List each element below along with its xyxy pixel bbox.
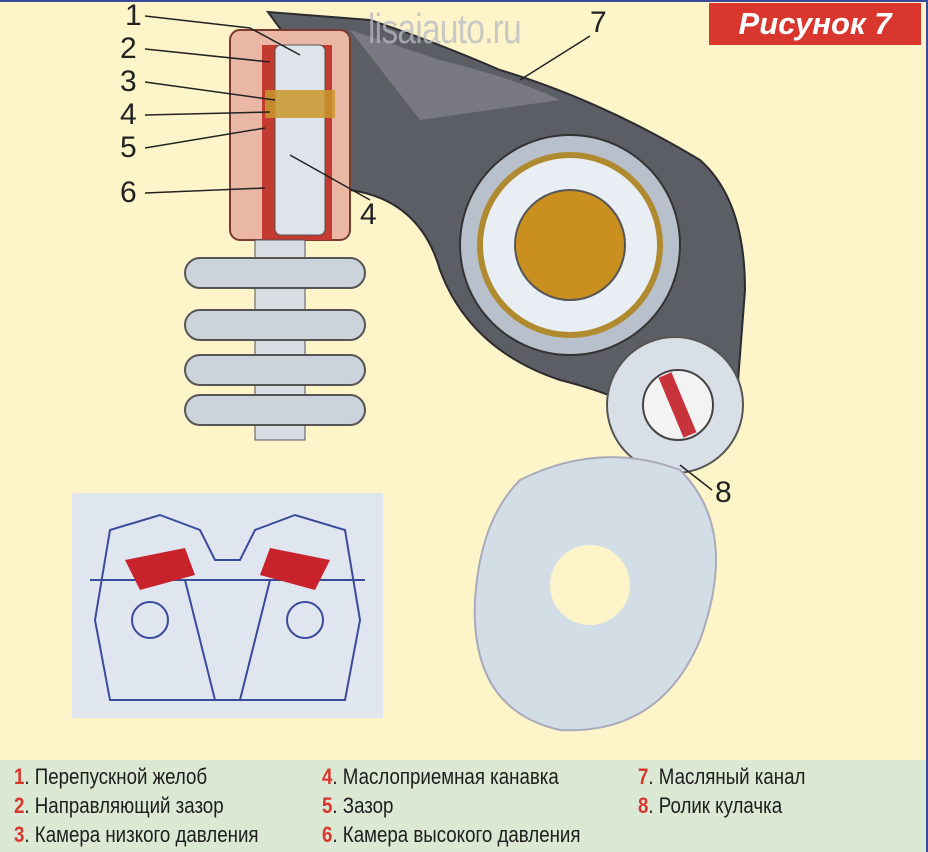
callout-5: 5 <box>120 131 137 164</box>
spring-coil <box>184 394 366 426</box>
legend-number: 1 <box>14 764 25 789</box>
leader-line <box>144 187 266 194</box>
leader-lines <box>144 15 713 491</box>
callout-4: 4 <box>120 98 137 131</box>
callout-6: 6 <box>120 176 137 209</box>
valve-right <box>239 579 271 701</box>
legend-number: 8 <box>638 793 649 818</box>
camshaft-left <box>131 601 169 639</box>
legend-label: . Маслоприемная канавка <box>332 764 559 789</box>
legend-number: 7 <box>638 764 649 789</box>
spring-coil <box>184 309 366 341</box>
watermark: lisaiauto.ru <box>368 5 522 52</box>
callout-1: 1 <box>125 0 142 32</box>
leader-line <box>519 35 591 81</box>
legend-label: . Направляющий зазор <box>24 793 224 818</box>
callout-8: 8 <box>715 476 732 509</box>
cam-roller-section <box>658 372 697 438</box>
legend-number: 5 <box>322 793 333 818</box>
legend-item: 6. Камера высокого давления <box>322 820 581 849</box>
legend-label: . Зазор <box>332 793 394 818</box>
leader-line <box>144 48 271 63</box>
figure-title: Рисунок 7 <box>709 3 921 45</box>
legend-label: . Ролик кулачка <box>648 793 783 818</box>
legend-label: . Перепускной желоб <box>24 764 208 789</box>
legend-number: 4 <box>322 764 333 789</box>
callout-4b: 4 <box>360 198 377 231</box>
leader-line <box>679 464 713 491</box>
legend-item: 8. Ролик кулачка <box>638 791 805 820</box>
inset-rocker-right <box>260 548 330 590</box>
legend-item: 4. Маслоприемная канавка <box>322 762 581 791</box>
spring-coil <box>184 257 366 289</box>
legend-item: 3. Камера низкого давления <box>14 820 259 849</box>
spring-coil <box>184 354 366 386</box>
legend-label: . Масляный канал <box>648 764 806 789</box>
leader-line <box>144 127 266 149</box>
rocker-arm-illustration <box>72 10 747 732</box>
legend-number: 3 <box>14 822 25 847</box>
plunger <box>274 44 326 236</box>
oil-pivot <box>514 189 626 301</box>
legend-item: 2. Направляющий зазор <box>14 791 259 820</box>
legend-column-3: 7. Масляный канал 8. Ролик кулачка <box>638 762 835 820</box>
leader-line <box>144 81 276 101</box>
leader-line <box>144 111 271 116</box>
legend-item: 5. Зазор <box>322 791 581 820</box>
camshaft-right <box>286 601 324 639</box>
legend-number: 6 <box>322 822 333 847</box>
legend-column-1: 1. Перепускной желоб 2. Направляющий заз… <box>14 762 302 849</box>
oil-groove <box>265 90 335 118</box>
cam-shaft-hole <box>550 545 630 625</box>
legend-item: 7. Масляный канал <box>638 762 805 791</box>
legend: 1. Перепускной желоб 2. Направляющий заз… <box>0 760 926 852</box>
inset-rocker-left <box>125 548 195 590</box>
legend-column-2: 4. Маслоприемная канавка 5. Зазор 6. Кам… <box>322 762 626 849</box>
legend-label: . Камера высокого давления <box>332 822 581 847</box>
legend-label: . Камера низкого давления <box>24 822 259 847</box>
leader-line <box>289 154 371 201</box>
inset-cylinder-head <box>72 493 383 718</box>
legend-item: 1. Перепускной желоб <box>14 762 259 791</box>
callout-7: 7 <box>590 6 607 39</box>
valve-spring <box>184 257 366 426</box>
legend-number: 2 <box>14 793 25 818</box>
rocker-arm-highlight <box>350 30 560 120</box>
cylinder-head-outline <box>93 513 362 701</box>
callout-2: 2 <box>120 32 137 65</box>
callout-3: 3 <box>120 65 137 98</box>
leader-line <box>144 15 301 56</box>
valve-left <box>184 579 216 701</box>
